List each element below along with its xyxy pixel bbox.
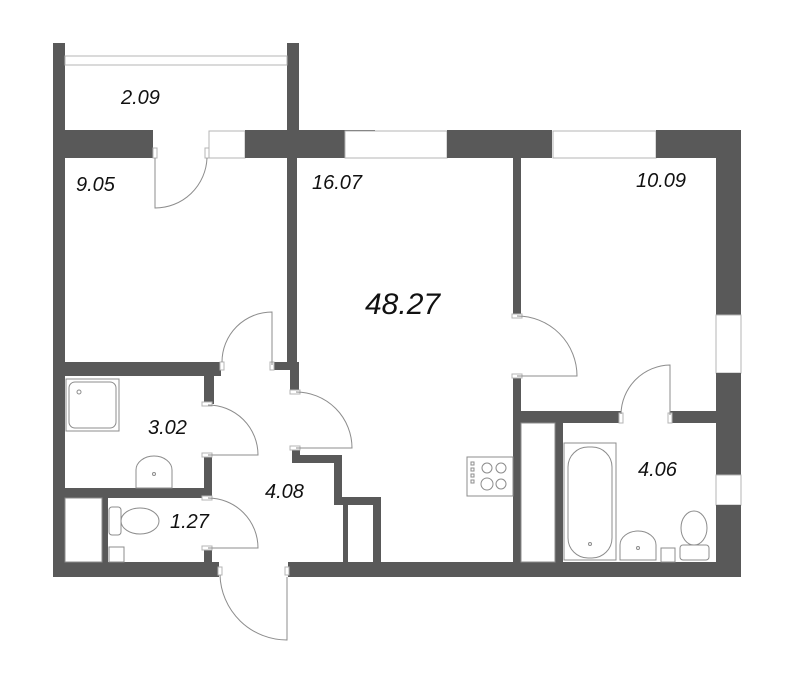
- room-area-shower-room: 3.02: [148, 417, 187, 439]
- fixtures: [64, 378, 710, 563]
- room-area-balcony: 2.09: [121, 87, 160, 109]
- room-area-bathroom: 4.06: [638, 459, 677, 481]
- total-area-label: 48.27: [365, 288, 441, 321]
- room-area-living-kitchen: 16.07: [312, 172, 363, 194]
- room-area-bedroom-2: 10.09: [636, 170, 687, 192]
- exterior-walls: [53, 43, 742, 577]
- room-area-hallway: 4.08: [265, 481, 304, 503]
- room-area-wc: 1.27: [170, 511, 209, 533]
- room-area-bedroom-1: 9.05: [76, 174, 115, 196]
- doors: [152, 147, 673, 641]
- interior-walls: [65, 130, 716, 562]
